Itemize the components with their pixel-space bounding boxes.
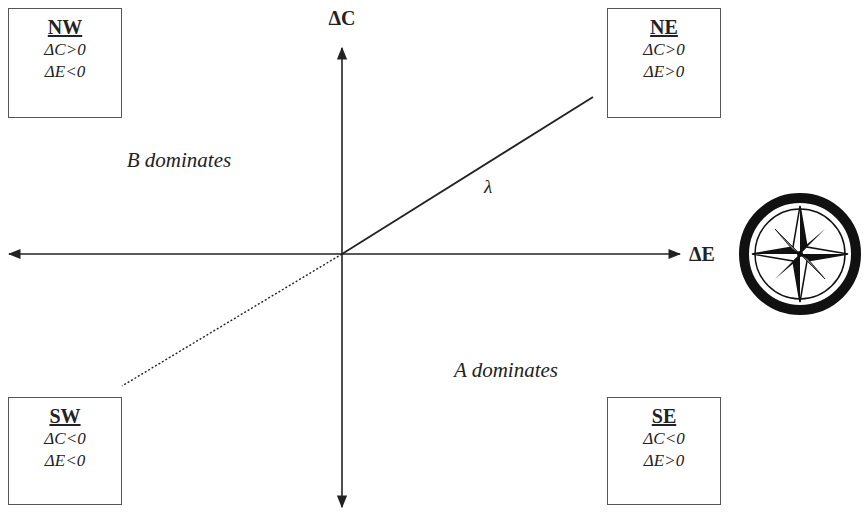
cost-axis [341, 48, 343, 507]
quadrant-condition: ΔC>0 [13, 39, 117, 61]
compass-rose [744, 198, 856, 310]
region-label: B dominates [127, 148, 231, 173]
quadrant-heading: SW [13, 404, 117, 428]
quadrant-condition: ΔC<0 [612, 428, 716, 450]
threshold-line [342, 97, 593, 254]
quadrant-condition: ΔE<0 [13, 450, 117, 472]
quadrant-heading: NW [13, 15, 117, 39]
quadrant-box: SEΔC<0ΔE>0 [607, 397, 721, 505]
region-label: A dominates [454, 358, 558, 383]
quadrant-condition: ΔE>0 [612, 61, 716, 83]
quadrant-condition: ΔE<0 [13, 61, 117, 83]
axis-label: ΔE [689, 243, 715, 266]
quadrant-heading: NE [612, 15, 716, 39]
quadrant-condition: ΔC<0 [13, 428, 117, 450]
quadrant-condition: ΔE>0 [612, 450, 716, 472]
axis-label: ΔC [329, 7, 356, 30]
threshold-dotted [122, 254, 342, 386]
quadrant-box: NWΔC>0ΔE<0 [8, 8, 122, 118]
threshold-label: λ [484, 176, 492, 198]
quadrant-box: SWΔC<0ΔE<0 [8, 397, 122, 505]
quadrant-box: NEΔC>0ΔE>0 [607, 8, 721, 118]
quadrant-condition: ΔC>0 [612, 39, 716, 61]
quadrant-heading: SE [612, 404, 716, 428]
